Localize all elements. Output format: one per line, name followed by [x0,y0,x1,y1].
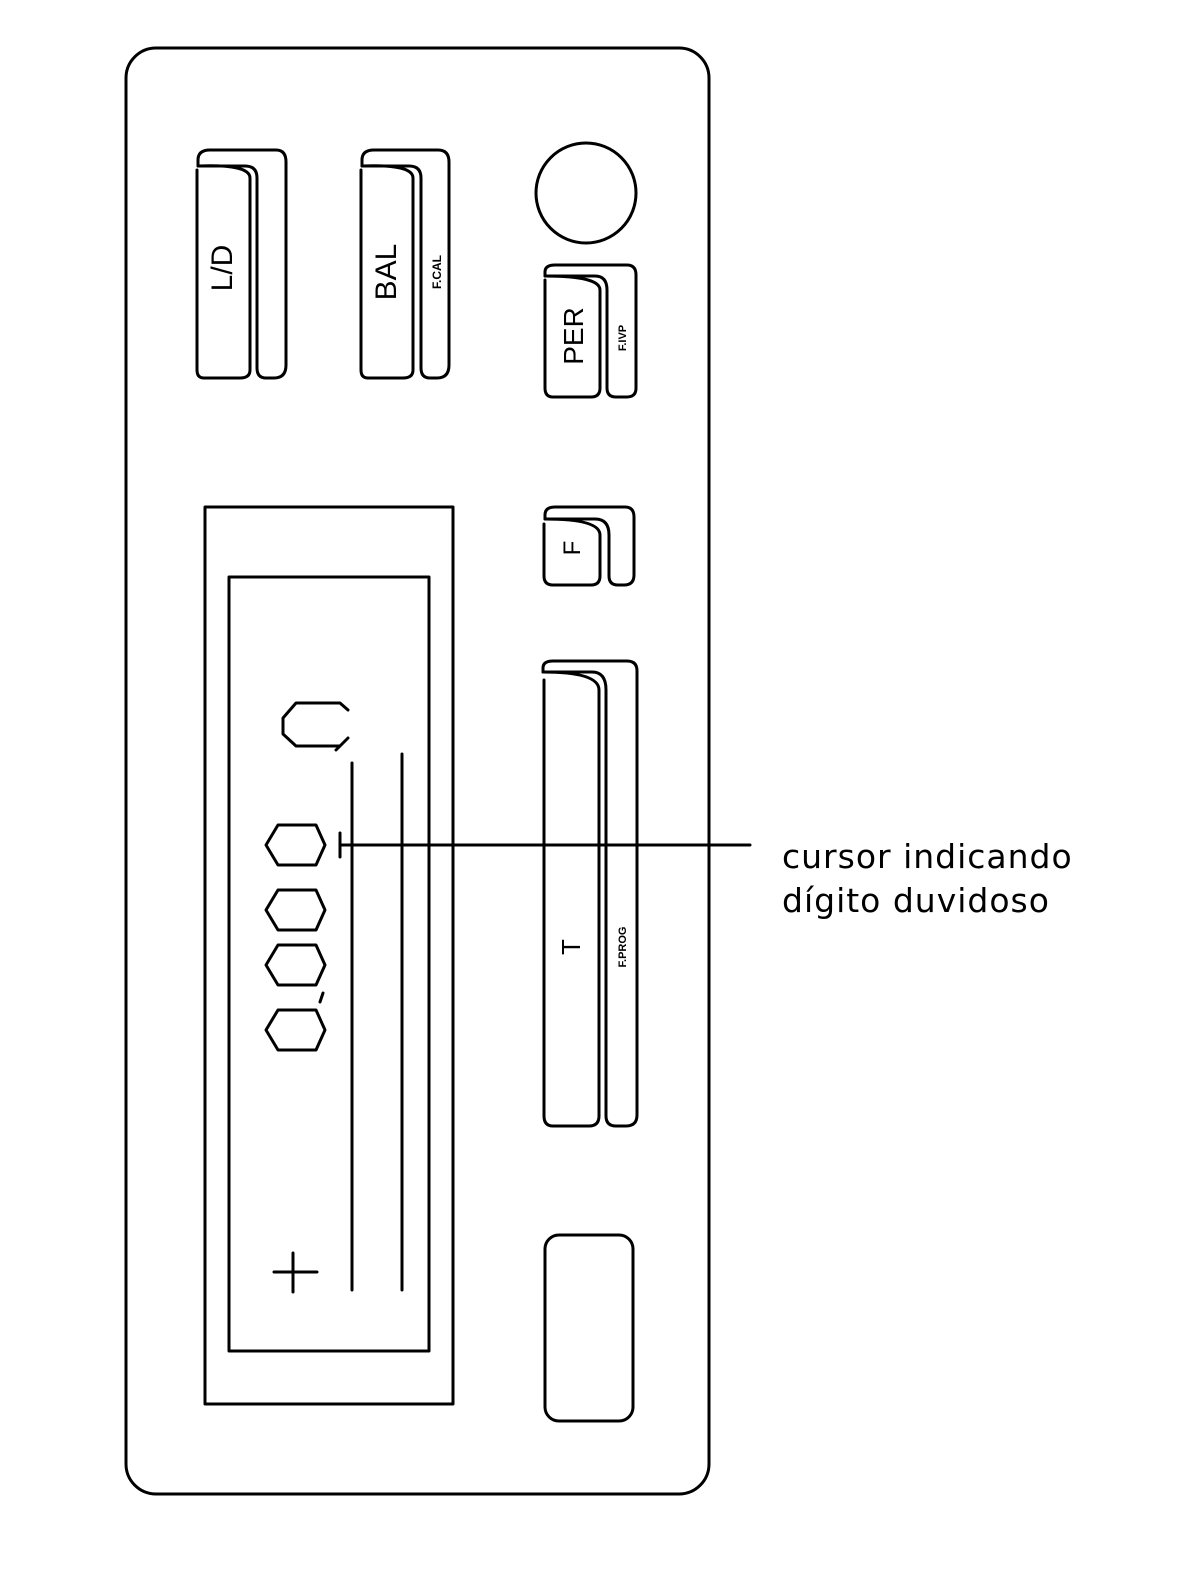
t-key-label: T [556,939,586,955]
cursor-indicator [338,831,752,859]
digit-2 [264,888,327,932]
bal-key[interactable] [359,148,451,380]
display-digits [264,701,350,1052]
digit-4 [264,1008,327,1052]
blank-key[interactable] [543,1233,635,1423]
t-key[interactable] [541,659,639,1128]
digit-3 [264,943,327,987]
panel-outline [124,46,711,1496]
ld-key[interactable] [195,148,288,380]
digit-1 [264,823,327,867]
per-key-label: PER [558,307,589,365]
callout-line-1: cursor indicando [782,837,1073,876]
cursor-callout: cursor indicando dígito duvidoso [782,835,1073,923]
plus-sign [272,1251,319,1294]
display-window [227,575,431,1353]
t-key-sublabel: F.PROG [617,927,629,968]
f-key-label: F [559,541,586,556]
unit-g [281,701,350,752]
callout-line-2: dígito duvidoso [782,881,1050,920]
ld-key-label: L/D [206,245,239,292]
per-key[interactable] [543,263,638,399]
bal-key-label: BAL [370,244,403,301]
decimal-comma [318,991,325,1004]
indicator-lamp [534,141,638,245]
bal-key-sublabel: F.CAL [430,255,444,289]
f-key[interactable] [542,505,636,587]
per-key-sublabel: F.IVP [617,325,629,351]
display-frame [203,505,455,1406]
